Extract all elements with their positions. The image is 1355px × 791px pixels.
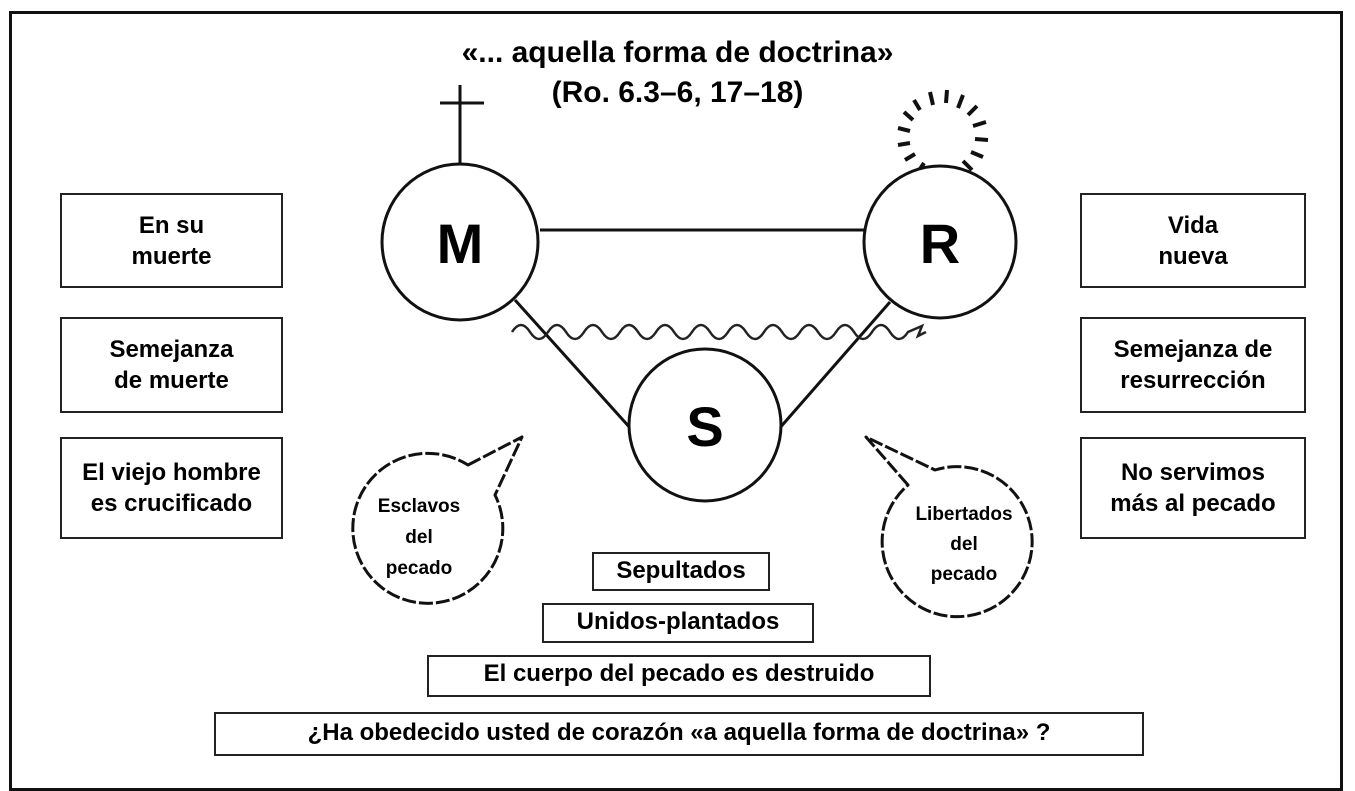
united-box: Unidos-plantados [542,603,814,643]
slaves-bubble-line2: del [405,527,432,548]
left-box-likeness-death: Semejanza de muerte [60,317,283,413]
right-box-no-more-sin: No servimos más al pecado [1080,437,1306,539]
death-sinner-line [513,298,634,432]
freed-bubble-line2: del [950,534,977,555]
death-node-label: M [437,212,484,275]
death-node: M [380,162,540,322]
doctrine-diagram: M R S Esclavos del pecado Libertados del… [351,85,1034,619]
sunburst-icon [897,89,989,174]
sinner-node-label: S [686,395,723,458]
slaves-bubble-line1: Esclavos [378,496,460,517]
left-box-death: En su muerte [60,193,283,288]
cross-icon [440,85,484,165]
buried-box: Sepultados [592,552,770,591]
resurrection-node-label: R [920,212,960,275]
resurrection-sinner-line [776,301,892,431]
freed-bubble: Libertados del pecado [864,435,1034,619]
diagram-title: «... aquella forma de doctrina» [461,36,894,69]
slaves-bubble-line3: pecado [386,558,453,579]
right-box-likeness-resurrection: Semejanza de resurrección [1080,317,1306,413]
diagram-reference: (Ro. 6.3–6, 17–18) [551,76,804,109]
right-box-new-life: Vida nueva [1080,193,1306,288]
freed-bubble-line1: Libertados [915,504,1012,525]
destroyed-box: El cuerpo del pecado es destruido [427,655,931,697]
resurrection-node: R [862,164,1018,320]
question-box: ¿Ha obedecido usted de corazón «a aquell… [214,712,1144,756]
left-box-old-man: El viejo hombre es crucificado [60,437,283,539]
slaves-bubble: Esclavos del pecado [351,435,524,605]
freed-bubble-line3: pecado [931,564,998,585]
sin-wave-icon [510,323,927,341]
sinner-node: S [627,347,783,503]
